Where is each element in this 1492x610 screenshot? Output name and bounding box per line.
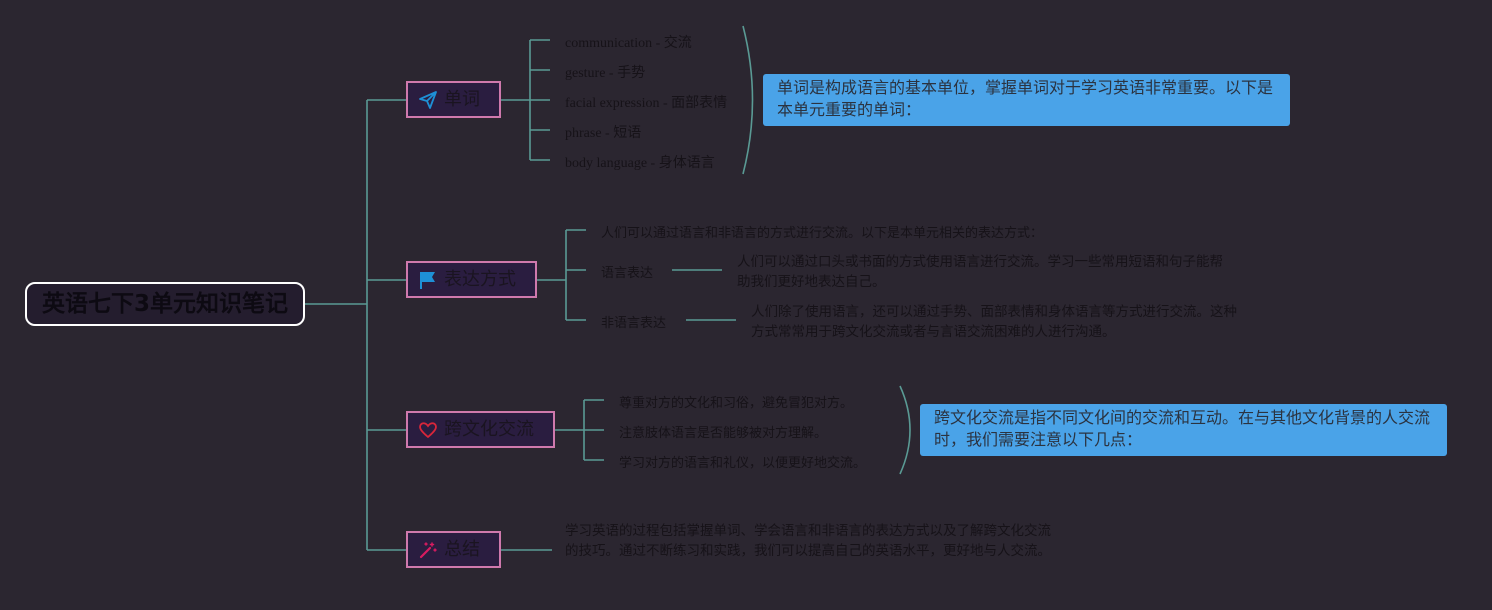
word-item: phrase - 短语 <box>565 126 642 141</box>
word-item: gesture - 手势 <box>565 66 646 81</box>
branch-summary-label: 总结 <box>444 539 480 560</box>
root-topic[interactable]: 英语七下3单元知识笔记 <box>25 282 305 326</box>
verbal-expression-text: 人们可以通过口头或书面的方式使用语言进行交流。学习一些常用短语和句子能帮助我们更… <box>737 254 1223 290</box>
branch-words-label: 单词 <box>444 89 480 110</box>
word-item: facial expression - 面部表情 <box>565 96 728 111</box>
summary-text: 学习英语的过程包括掌握单词、学会语言和非语言的表达方式以及了解跨文化交流的技巧。… <box>565 523 1051 559</box>
paper-plane-icon <box>418 90 438 110</box>
heart-icon <box>418 420 438 440</box>
branch-crosscultural-label: 跨文化交流 <box>444 419 534 440</box>
nonverbal-expression-text: 人们除了使用语言，还可以通过手势、面部表情和身体语言等方式进行交流。这种方式常常… <box>751 304 1237 340</box>
branch-expression[interactable]: 表达方式 <box>406 261 537 298</box>
crosscultural-item: 尊重对方的文化和习俗，避免冒犯对方。 <box>619 396 854 411</box>
crosscultural-item: 注意肢体语言是否能够被对方理解。 <box>619 426 828 441</box>
word-item: body language - 身体语言 <box>565 156 715 171</box>
crosscultural-summary-note[interactable]: 跨文化交流是指不同文化间的交流和互动。在与其他文化背景的人交流时，我们需要注意以… <box>920 404 1447 456</box>
branch-expression-label: 表达方式 <box>444 269 516 290</box>
crosscultural-item: 学习对方的语言和礼仪，以便更好地交流。 <box>619 456 867 471</box>
flag-icon <box>418 270 438 290</box>
words-summary-note[interactable]: 单词是构成语言的基本单位，掌握单词对于学习英语非常重要。以下是本单元重要的单词： <box>763 74 1290 126</box>
expression-intro: 人们可以通过语言和非语言的方式进行交流。以下是本单元相关的表达方式： <box>601 226 1044 241</box>
branch-words[interactable]: 单词 <box>406 81 501 118</box>
branch-crosscultural[interactable]: 跨文化交流 <box>406 411 555 448</box>
branch-summary[interactable]: 总结 <box>406 531 501 568</box>
nonverbal-expression-label: 非语言表达 <box>601 316 667 331</box>
magic-wand-icon <box>418 540 438 560</box>
verbal-expression-label: 语言表达 <box>601 266 654 281</box>
word-item: communication - 交流 <box>565 36 692 51</box>
